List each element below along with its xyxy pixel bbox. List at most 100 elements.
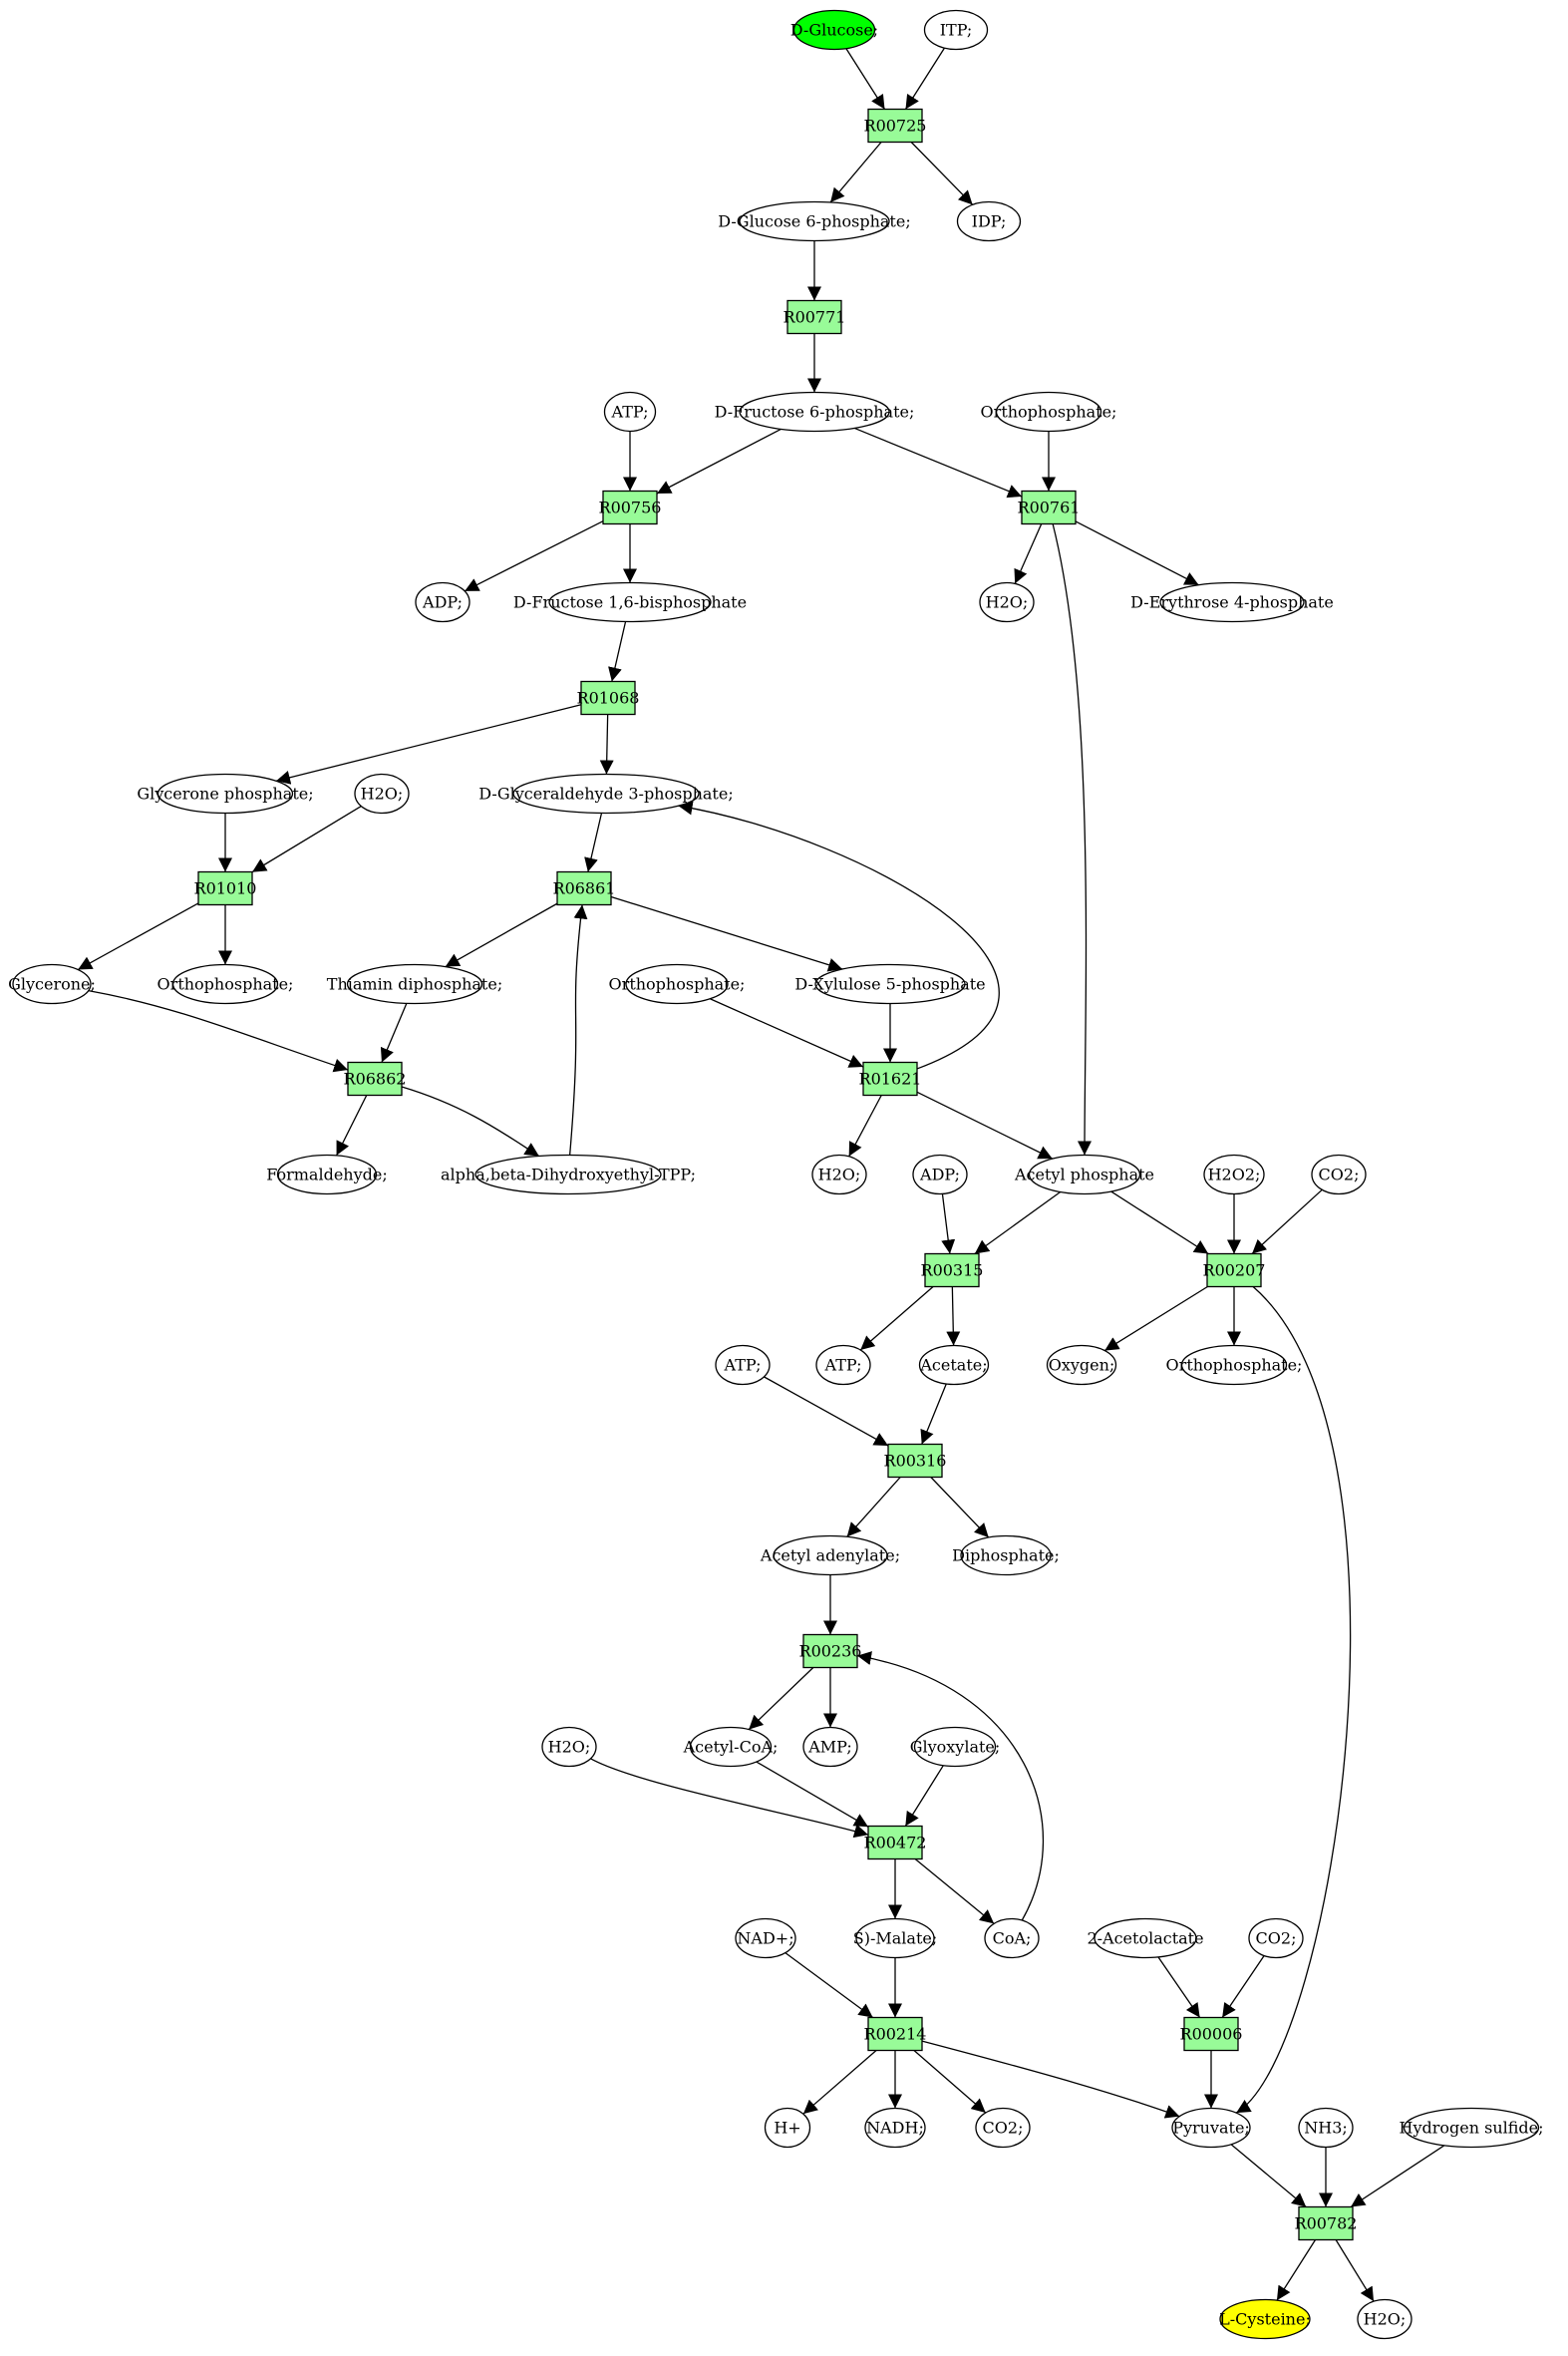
edge-r06862-to-c_formaldehyde xyxy=(335,1095,368,1157)
edge-r00207-to-c_oxygen xyxy=(1103,1285,1208,1352)
reaction-node-r01010: R01010 xyxy=(194,870,256,906)
compound-node-c_malate: S)-Malate; xyxy=(853,1917,937,1959)
compound-node-c_h2o3: H2O; xyxy=(811,1154,867,1195)
node-label: Hydrogen sulfide; xyxy=(1399,2119,1543,2138)
compound-node-c_atp2: ATP; xyxy=(715,1344,771,1386)
edge-c_co2a-to-r00207 xyxy=(1251,1188,1323,1254)
compound-node-c_fbp: D-Fructose 1,6-bisphosphate xyxy=(513,581,747,623)
node-label: R00236 xyxy=(799,1642,862,1661)
node-label: L-Cysteine; xyxy=(1219,2310,1311,2329)
compound-node-c_h2o5: H2O; xyxy=(1357,2298,1412,2340)
compound-ellipse xyxy=(1248,1917,1304,1959)
reaction-box xyxy=(580,680,636,716)
edge-r01621-to-c_g3p xyxy=(678,801,1000,1070)
compound-ellipse xyxy=(171,963,279,1005)
compound-ellipse xyxy=(1094,1917,1197,1959)
compound-node-c_atp1: ATP; xyxy=(603,391,657,433)
compound-node-c_h2o2: H2O; xyxy=(354,773,410,815)
compound-node-c_h2o1: H2O; xyxy=(979,581,1035,623)
reaction-node-r06862: R06862 xyxy=(344,1061,406,1097)
compound-ellipse xyxy=(415,581,470,623)
compound-node-c_f6p: D-Fructose 6-phosphate; xyxy=(715,391,914,433)
compound-node-c_h: H+ xyxy=(764,2107,811,2149)
node-label: R00472 xyxy=(864,1834,927,1852)
node-label: R00771 xyxy=(784,308,846,327)
edge-c_acetate-to-r00316 xyxy=(920,1383,947,1445)
reaction-box xyxy=(862,1061,918,1097)
compound-ellipse xyxy=(984,1917,1040,1959)
edge-c_f6p-to-r00761 xyxy=(854,427,1023,499)
compound-ellipse xyxy=(979,581,1035,623)
compound-node-c_acp: Acetyl phosphate xyxy=(1014,1154,1154,1195)
edge-r00725-to-c_g6p xyxy=(829,142,882,203)
compound-ellipse xyxy=(12,963,92,1005)
reaction-box xyxy=(556,870,612,906)
compound-node-c_orthop3: Orthophosphate; xyxy=(609,963,745,1005)
reaction-node-r00756: R00756 xyxy=(599,490,661,525)
node-label: R00214 xyxy=(864,2025,927,2044)
compound-ellipse xyxy=(354,773,410,815)
compound-node-c_glyoxylate: Glyoxylate; xyxy=(910,1726,1000,1768)
node-label: CO2; xyxy=(983,2119,1024,2138)
edge-c_coa-to-r00236 xyxy=(856,1651,1044,1921)
compound-ellipse xyxy=(995,391,1102,433)
node-label: NH3; xyxy=(1304,2119,1348,2138)
edge-r06861-to-c_x5p xyxy=(610,895,843,972)
reaction-box xyxy=(924,1252,980,1288)
edge-r00315-to-c_atp3 xyxy=(859,1286,934,1351)
node-label: Thiamin diphosphate; xyxy=(327,975,502,994)
compound-ellipse xyxy=(1180,1344,1288,1386)
compound-ellipse xyxy=(689,1726,773,1768)
compound-node-c_nh3: NH3; xyxy=(1298,2107,1354,2149)
edge-r00782-to-c_h2o5 xyxy=(1335,2239,1375,2302)
compound-ellipse xyxy=(1298,2107,1354,2149)
compound-ellipse xyxy=(975,2107,1031,2149)
reaction-box xyxy=(867,1825,923,1860)
compound-node-c_co2b: CO2; xyxy=(1248,1917,1304,1959)
compound-node-c_acad: Acetyl adenylate; xyxy=(760,1534,900,1576)
compound-ellipse xyxy=(773,1534,888,1576)
compound-ellipse xyxy=(346,963,483,1005)
node-label: H+ xyxy=(774,2119,800,2138)
compound-ellipse xyxy=(923,9,989,51)
compound-ellipse xyxy=(815,1344,871,1386)
compound-node-c_tpp: alpha,beta-Dihydroxyethyl-TPP; xyxy=(441,1154,696,1195)
compound-node-c_acetolactate: 2-Acetolactate xyxy=(1087,1917,1204,1959)
reaction-box xyxy=(887,1443,943,1479)
edge-r01068-to-c_g3p xyxy=(599,714,614,775)
node-label: CO2; xyxy=(1256,1929,1297,1948)
edge-c_g3p-to-r06861 xyxy=(584,813,603,872)
reaction-node-r00782: R00782 xyxy=(1295,2205,1357,2241)
edge-r00756-to-c_adp1 xyxy=(464,520,604,592)
compound-ellipse xyxy=(603,391,657,433)
node-label: D-Glucose; xyxy=(790,21,878,40)
node-label: ATP; xyxy=(611,403,649,422)
reaction-box xyxy=(1298,2205,1354,2241)
node-label: R00725 xyxy=(864,117,927,136)
node-label: Glycerone phosphate; xyxy=(137,785,313,804)
compound-node-c_acetate: Acetate; xyxy=(918,1344,990,1386)
compound-ellipse xyxy=(764,2107,811,2149)
node-label: Acetyl phosphate xyxy=(1014,1166,1154,1184)
compound-ellipse xyxy=(792,9,876,51)
node-label: S)-Malate; xyxy=(853,1929,937,1948)
compound-node-c_cysteine: L-Cysteine; xyxy=(1219,2298,1311,2340)
compound-node-c_orthop2: Orthophosphate; xyxy=(157,963,293,1005)
node-label: R00316 xyxy=(884,1452,947,1471)
reaction-node-r00761: R00761 xyxy=(1018,490,1080,525)
node-label: Orthophosphate; xyxy=(981,403,1117,422)
edge-c_co2b-to-r00006 xyxy=(1221,1955,1265,2018)
compound-node-c_h2s: Hydrogen sulfide; xyxy=(1399,2107,1544,2149)
edge-c_itp-to-r00725 xyxy=(904,47,946,110)
edge-c_h2s-to-r00782 xyxy=(1350,2145,1445,2208)
node-label: ITP; xyxy=(940,21,973,40)
compound-node-c_g6p: D-Glucose 6-phosphate; xyxy=(718,200,911,242)
reaction-box xyxy=(197,870,253,906)
reaction-node-r00236: R00236 xyxy=(799,1633,862,1669)
edge-c_pyruvate-to-r00782 xyxy=(1230,2144,1307,2207)
node-label: ADP; xyxy=(919,1166,960,1184)
compound-ellipse xyxy=(912,1154,968,1195)
edge-c_glyoxylate-to-r00472 xyxy=(904,1765,944,1827)
node-label: D-Erythrose 4-phosphate xyxy=(1130,593,1334,612)
node-label: alpha,beta-Dihydroxyethyl-TPP; xyxy=(441,1166,696,1184)
